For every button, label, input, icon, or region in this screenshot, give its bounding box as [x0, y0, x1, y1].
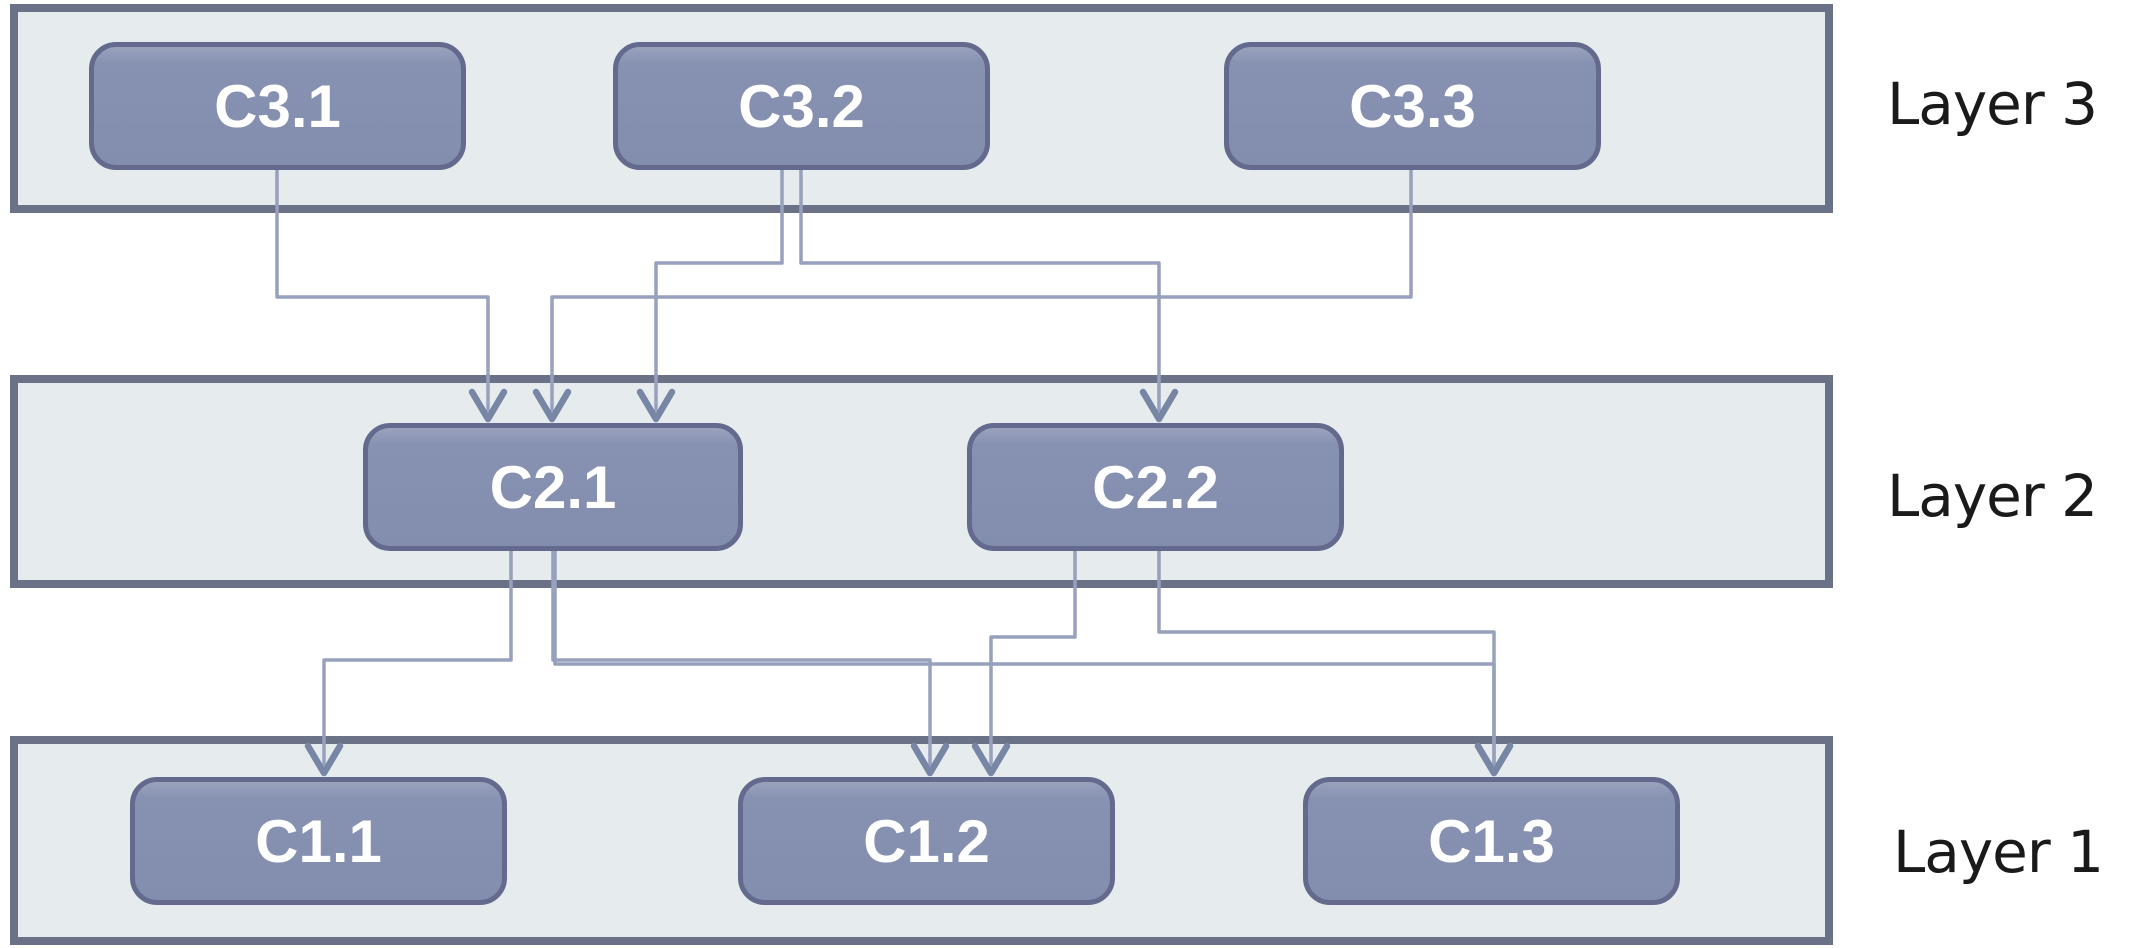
node-c3-2: C3.2 [613, 42, 990, 170]
node-c1-2-label: C1.2 [863, 807, 990, 875]
node-c2-2: C2.2 [967, 423, 1344, 551]
layer-band-2 [10, 375, 1833, 588]
node-c1-3: C1.3 [1303, 777, 1680, 905]
arrowhead-C2.1-C1.1 [304, 742, 344, 777]
layer-1-label: Layer 1 [1892, 818, 2104, 886]
edge-C3.2-C2.2 [799, 164, 1161, 412]
layer-3-label: Layer 3 [1886, 70, 2098, 138]
arrowhead-C2.2-C1.2 [971, 742, 1011, 777]
arrowhead-C3.3-C2.1 [532, 388, 572, 423]
edge-C2.1-C1.1 [322, 545, 513, 766]
edge-C2.2-C1.3 [1157, 545, 1496, 766]
node-c2-1: C2.1 [363, 423, 743, 551]
node-c3-1: C3.1 [89, 42, 466, 170]
arrowhead-C2.2-C1.3 [1474, 742, 1514, 777]
node-c1-1: C1.1 [130, 777, 507, 905]
node-c2-1-label: C2.1 [489, 453, 617, 521]
node-c1-2: C1.2 [738, 777, 1115, 905]
arrowhead-C2.1-C1.2 [910, 742, 950, 777]
arrowhead-C3.2-C2.1 [636, 388, 676, 423]
edge-C3.2-C2.1 [654, 164, 784, 412]
node-c1-3-label: C1.3 [1428, 807, 1555, 875]
node-c1-1-label: C1.1 [255, 807, 382, 875]
node-c3-3: C3.3 [1224, 42, 1601, 170]
node-c2-2-label: C2.2 [1092, 453, 1219, 521]
edge-C2.1-C1.2 [551, 545, 932, 766]
arrowhead-C3.1-C2.1 [468, 388, 508, 423]
node-c3-1-label: C3.1 [214, 72, 341, 140]
arrowhead-C3.2-C2.2 [1139, 388, 1179, 423]
node-c3-2-label: C3.2 [738, 72, 865, 140]
edge-C3.1-C2.1 [275, 164, 490, 412]
edge-C2.2-C1.2 [989, 545, 1077, 766]
edge-C2.1-C1.3 [553, 545, 1496, 766]
node-c3-3-label: C3.3 [1349, 72, 1476, 140]
edge-C3.3-C2.1 [550, 164, 1413, 412]
layer-2-label: Layer 2 [1886, 462, 2098, 530]
